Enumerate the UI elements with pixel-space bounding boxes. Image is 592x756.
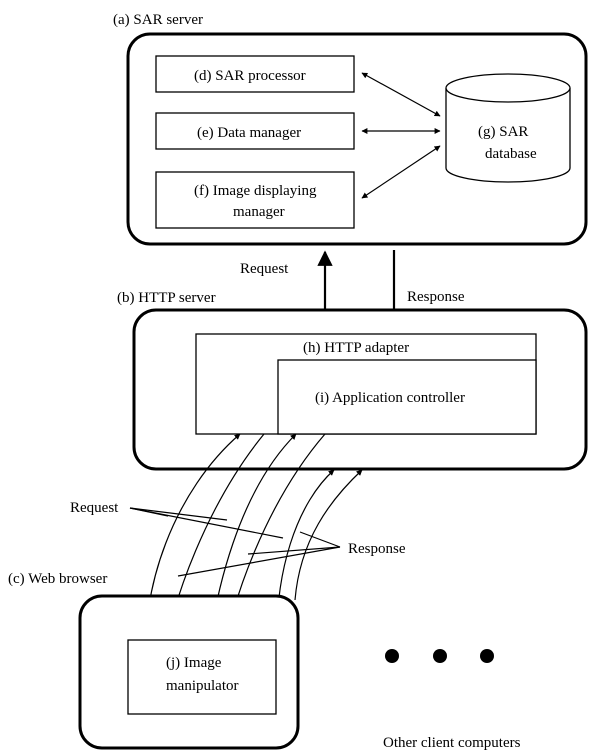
data-manager-box (155, 112, 355, 150)
image-manipulator-label-1: (j) Image (166, 655, 222, 671)
data-manager-label: (e) Data manager (197, 125, 301, 141)
response-curve-3 (294, 469, 363, 601)
more-clients-ellipsis (385, 649, 494, 663)
image-manipulator-box (127, 639, 277, 715)
response-label-upper: Response (407, 289, 465, 305)
sar-database-label-2: database (485, 146, 537, 162)
sar-database-cylinder (445, 73, 571, 183)
imagedisplay-database-arrow (361, 145, 441, 199)
image-displaying-manager-box (155, 171, 355, 229)
sar-processor-label: (d) SAR processor (194, 68, 306, 84)
http-server-label: (b) HTTP server (117, 290, 216, 306)
response-label-lower: Response (348, 541, 406, 557)
callout-lines (129, 507, 341, 577)
sar-processor-box (155, 55, 355, 93)
sar-database-label-1: (g) SAR (478, 124, 528, 140)
request-label-upper: Request (240, 261, 289, 277)
web-browser-label: (c) Web browser (8, 571, 107, 587)
image-manipulator-label-2: manipulator (166, 678, 238, 694)
image-displaying-manager-label-2: manager (233, 204, 285, 220)
image-displaying-manager-label-1: (f) Image displaying (194, 183, 317, 199)
application-controller-label: (i) Application controller (315, 390, 465, 406)
application-controller-box (277, 359, 537, 435)
other-clients-label: Other client computers (383, 735, 521, 751)
http-adapter-label: (h) HTTP adapter (303, 340, 409, 356)
processor-database-arrow (361, 72, 441, 117)
sar-server-label: (a) SAR server (113, 12, 203, 28)
request-label-lower: Request (70, 500, 119, 516)
